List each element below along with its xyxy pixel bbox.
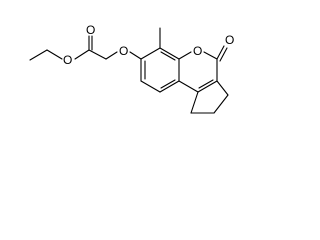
bond-c3-c4-inner: [198, 79, 214, 89]
bond-ring-c4a-c5-inner: [160, 79, 176, 89]
chemical-structure-canvas: O O O O O: [29, 23, 234, 114]
bond-ester-o-carbonyl: [74, 49, 90, 60]
ring-oxygen-label: O: [193, 44, 202, 58]
bond-ring-c7-c8: [140, 47, 161, 60]
bond-ch2-b-ch2-c: [213, 94, 229, 114]
bond-ring-c4a-c5: [159, 80, 180, 93]
bond-c8a-ring-o: [178, 51, 192, 60]
ether-oxygen-label: O: [119, 44, 128, 58]
bond-carbonyl-ch2: [88, 49, 107, 60]
bond-ether-o-ring: [129, 51, 142, 60]
chemical-structure-drawing: O O O O O: [29, 23, 234, 114]
bond-ch2-ether-o: [105, 51, 118, 60]
bond-ring-c5-c6: [140, 80, 161, 93]
bond-ring-c8-c8a-inner: [160, 51, 176, 61]
bond-c3-c4: [197, 80, 218, 93]
bond-c2-carbonyl-o-2: [219, 47, 228, 62]
lactone-carbonyl-oxygen-label: O: [225, 33, 234, 47]
bond-ring-o-c2: [203, 51, 218, 60]
bond-c4-c4a: [178, 80, 199, 93]
bond-ethyl-ch3: [29, 49, 48, 61]
bond-ring-c8-c8a: [159, 47, 180, 60]
bond-ch2-c-c3: [216, 80, 229, 96]
bond-ethyl-ch2: [46, 49, 63, 60]
bond-c4-ch2-a: [190, 91, 199, 114]
bond-c2-carbonyl-o-1: [216, 45, 225, 60]
ester-carbonyl-oxygen-label: O: [86, 23, 95, 37]
ester-oxygen-label: O: [63, 53, 72, 67]
